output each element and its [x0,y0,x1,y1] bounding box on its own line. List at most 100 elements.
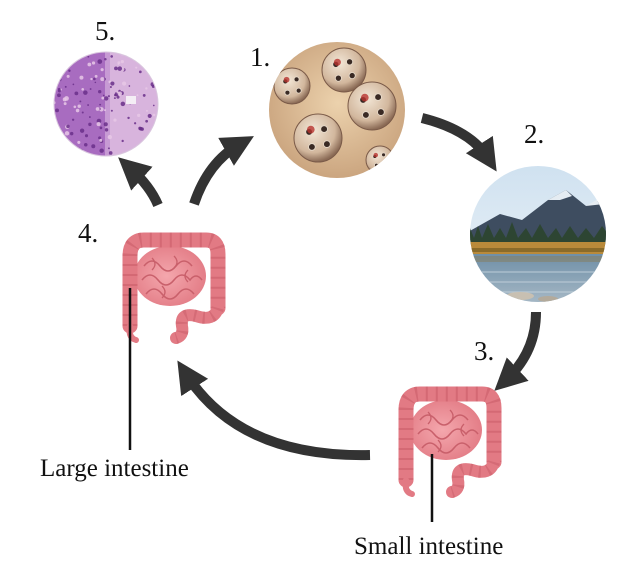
cyst-nucleus [377,108,385,116]
micrograph-cell [69,52,74,57]
micrograph-cell [107,134,113,140]
micrograph-cell [134,122,137,125]
micrograph-cell [55,108,59,113]
small-intestine-caption: Small intestine [354,533,504,560]
micrograph-cell [109,85,112,89]
micrograph-cell [70,151,74,155]
arrow-4-to-5 [118,157,163,208]
micrograph-cell [66,124,70,129]
cyst-spot [333,58,341,66]
micrograph-cell [138,150,143,155]
micrograph-cell [108,151,113,155]
micrograph-cell [94,81,97,84]
micrograph-cell [95,107,100,111]
micrograph-cell [88,122,92,127]
micrograph-cell [113,97,116,100]
micrograph-cell [128,85,131,87]
micrograph-cell [77,104,81,108]
cyst-nucleus [346,58,354,66]
micrograph-cell [104,109,106,112]
cyst [347,81,397,131]
cyst-image [269,42,405,178]
micrograph-cell [120,101,126,107]
step-number-1: 1. [250,42,271,72]
micrograph-cell [54,150,57,154]
micrograph-cell [61,67,64,70]
micrograph-cell [104,128,109,132]
micrograph-cell [138,126,143,131]
micrograph-cell [103,122,108,127]
micrograph-cell [77,140,81,144]
large-intestine-caption: Large intestine [40,455,189,482]
micrograph-cell [102,94,105,97]
micrograph-cell [122,81,127,86]
micrograph-cell [93,77,96,81]
micrograph-cell [81,87,85,91]
micrograph-cell [145,87,148,90]
micrograph-cell [152,131,157,137]
micrograph-cell [98,90,102,94]
micrograph-cell [87,62,92,67]
micrograph-cell [99,138,103,142]
micrograph-cell [99,126,103,130]
micrograph-cell [117,63,120,65]
cyst-nucleus [323,140,331,148]
micrograph-cell [91,144,96,149]
micrograph-cell [113,118,117,122]
cyst [365,145,395,175]
micrograph-cell [62,97,67,102]
micrograph-cell [99,148,104,153]
micrograph-cell [117,91,123,96]
micrograph-cell [65,53,70,58]
cyst [321,47,367,93]
micrograph-cell [99,103,102,106]
micrograph-cell [120,60,124,64]
step-number-4: 4. [78,218,99,248]
micrograph-cell [57,87,61,91]
arrow-4-to-1 [189,136,254,206]
micrograph-cell [73,105,77,109]
micrograph-cell [121,139,124,143]
cyst-nucleus [334,74,342,82]
cyst-nucleus [382,161,388,166]
micrograph-cell [83,90,88,95]
cyst [293,113,343,163]
micrograph-cell [61,141,63,144]
micrograph-cell [146,109,148,112]
micrograph-cell [144,147,148,151]
micrograph-cell [116,95,120,99]
arrow-1-to-2 [420,113,497,172]
micrograph-vacuole [126,96,136,104]
micrograph-cell [64,131,70,136]
micrograph-cell [60,69,63,72]
micrograph-cell [110,55,113,58]
micrograph-cell [91,61,96,65]
micrograph-cell [117,66,123,71]
micrograph-cell [107,147,110,150]
cyst [273,67,311,105]
micrograph-cell [100,68,104,72]
micrograph-cell [74,91,79,96]
micrograph-cell [107,95,110,98]
micrograph-cell [68,69,71,72]
micrograph-cell [139,147,143,151]
micrograph-cell [57,93,61,98]
micrograph-cell [108,80,112,84]
cyst-spot [283,76,290,83]
micrograph-cell [54,67,59,72]
micrograph-cell [142,94,146,97]
intestine-step-3 [406,394,494,494]
micrograph-cell [100,77,105,82]
micrograph-cell [75,108,80,113]
micrograph-cell [138,70,142,74]
micrograph-cell [136,94,139,97]
micrograph-cell [84,143,88,147]
step-number-5: 5. [95,16,116,46]
micrograph-cell [83,153,86,155]
micrograph-cell [152,113,156,117]
cyst-nucleus [362,111,370,119]
micrograph-cell [148,138,153,143]
micrograph-cell [97,59,103,64]
